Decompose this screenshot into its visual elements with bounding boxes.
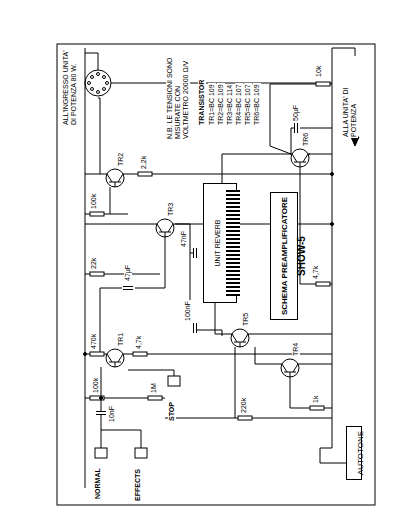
component-value: 470k: [90, 333, 98, 350]
transistor-type: TR3=BC 114: [226, 84, 234, 126]
component-value: 100nF: [184, 300, 192, 322]
output-label: ALLA UNITA' DI POTENZA: [342, 56, 358, 138]
component-value: 4,7k: [312, 265, 320, 280]
transistor-type: TR4=BC 107: [235, 83, 243, 126]
heading-text: TRANSISTOR: [198, 79, 206, 126]
component-value: 1M: [150, 382, 158, 394]
transistor-ref: TR6: [302, 132, 310, 147]
box-text: AUTOTONE: [356, 431, 366, 475]
jack-label: STOP: [168, 401, 176, 422]
transistor-ref: TR3: [167, 202, 175, 217]
component-value: 22k: [90, 257, 98, 270]
transistor-ref: TR5: [242, 312, 250, 327]
reverb-unit-box: UNIT REVERB: [203, 183, 237, 303]
component-value: 1k: [312, 395, 320, 404]
transistor-type: TR5=BC 107: [244, 83, 252, 126]
component-value: 220k: [240, 397, 248, 414]
transistor-type: TR1=BC 109: [208, 83, 216, 126]
box-text: SHOW-5: [296, 236, 308, 276]
note-text: N.B. LE TENSIONI SONO MISURATE CON VOLTM…: [166, 46, 190, 140]
box-text: UNIT REVERB: [213, 220, 222, 267]
reverb-spring: [226, 190, 240, 296]
box-text: SCHEMA PREAMPLIFICATORE: [280, 197, 290, 315]
transistor-type: TR2=BC 109: [217, 83, 225, 126]
component-value: 50µF: [292, 104, 300, 122]
jack-label: NORMAL: [94, 467, 102, 500]
component-value: 100k: [92, 377, 100, 394]
component-value: 2,2k: [140, 155, 148, 170]
jack-label: EFFECTS: [134, 468, 142, 502]
transistor-ref: TR4: [292, 342, 300, 357]
component-value: 10nF: [108, 405, 116, 423]
component-value: 10k: [315, 65, 323, 78]
component-value: 47nF: [180, 230, 188, 248]
transistor-ref: TR1: [117, 332, 125, 347]
autotone-box: AUTOTONE: [346, 426, 362, 480]
component-value: 47µF: [124, 264, 132, 282]
title-block: SCHEMA PREAMPLIFICATORESHOW-5: [270, 192, 298, 320]
note-text: ALL'INGRESSO UNITA' DI POTENZA 80 W.: [62, 49, 78, 126]
component-value: 4,7k: [135, 335, 143, 350]
component-value: 100k: [90, 193, 98, 210]
transistor-ref: TR2: [117, 152, 125, 167]
transistor-type: TR6=BC 109: [253, 83, 261, 126]
